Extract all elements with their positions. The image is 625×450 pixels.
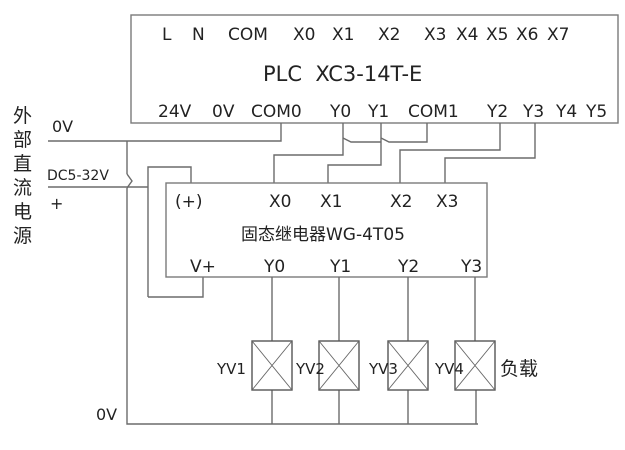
plc-terminal-0V: 0V [212, 102, 235, 122]
relay-output-Y1: Y1 [329, 257, 351, 277]
power-char-4: 流 [13, 177, 32, 199]
wire-plus-to-relay-plus [147, 166, 192, 297]
plc-terminal-Y5: Y5 [585, 102, 607, 122]
plc-terminal-COM0: COM0 [251, 102, 302, 122]
plc-terminal-Y1: Y1 [367, 102, 389, 122]
plc-terminal-X6: X6 [516, 25, 538, 45]
plc-terminal-24V: 24V [158, 102, 192, 122]
plc-terminal-Y2: Y2 [486, 102, 508, 122]
load-group-label: 负载 [500, 358, 538, 380]
load-yv1 [251, 340, 293, 391]
wire-crossover-hop [126, 173, 133, 189]
relay-model-label: 固态继电器WG-4T05 [241, 225, 405, 245]
power-char-5: 电 [13, 201, 32, 223]
load-label-yv2: YV2 [295, 360, 325, 378]
plc-terminal-X2: X2 [378, 25, 400, 45]
plc-terminal-X3: X3 [424, 25, 446, 45]
plc-box [130, 14, 619, 124]
load-yv4 [454, 340, 496, 391]
relay-plus-label: (+) [175, 192, 203, 212]
power-char-6-visible: 源 [13, 225, 32, 247]
relay-input-X2: X2 [390, 192, 412, 212]
plc-terminal-X5: X5 [486, 25, 508, 45]
load-label-yv1: YV1 [216, 360, 246, 378]
relay-vplus-label: V+ [190, 257, 216, 277]
power-char-2: 部 [13, 129, 32, 151]
wire-com-link-a [342, 137, 381, 143]
plc-terminal-L: L [162, 25, 172, 45]
load-yv3 [387, 340, 429, 391]
plc-terminal-COM1: COM1 [408, 102, 459, 122]
relay-output-Y3: Y3 [460, 257, 482, 277]
plc-terminal-X0: X0 [293, 25, 315, 45]
plc-bottom-terminals: 24V 0V COM0 Y0 Y1 COM1 Y2 Y3 Y4 Y5 [158, 102, 607, 122]
load-label-yv4: YV4 [434, 360, 464, 378]
plc-terminal-X1: X1 [332, 25, 354, 45]
load-yv2 [318, 340, 360, 391]
plc-terminal-N: N [192, 25, 205, 45]
wire-plus-to-vplus [148, 277, 204, 298]
wire-0v-to-com0 [48, 123, 282, 142]
wire-y3-to-x3 [444, 123, 536, 183]
power-0v-label: 0V [52, 117, 73, 136]
plc-top-terminals: L N COM X0 X1 X2 X3 X4 X5 X6 X7 [162, 25, 569, 45]
plc-terminal-COM: COM [228, 25, 268, 45]
relay-box [165, 182, 488, 278]
relay-output-Y0: Y0 [263, 257, 285, 277]
power-plus-label: + [50, 194, 63, 213]
wire-y0-to-x0 [273, 138, 344, 183]
plc-model-label: PLC XC3-14T-E [263, 62, 422, 86]
relay-input-X3: X3 [436, 192, 458, 212]
wire-y2-to-x2 [399, 123, 501, 183]
power-range-label: DC5-32V [47, 168, 109, 184]
power-char-3: 直 [13, 153, 32, 175]
plc-terminal-Y3: Y3 [522, 102, 544, 122]
wire-y1-to-x1 [327, 138, 382, 183]
load-label-yv3: YV3 [368, 360, 398, 378]
plc-terminal-Y0: Y0 [329, 102, 351, 122]
relay-input-X0: X0 [269, 192, 291, 212]
wire-0v-bottom-bus [126, 188, 478, 425]
relay-input-X1: X1 [320, 192, 342, 212]
power-char-1: 外 [13, 105, 32, 127]
plc-terminal-Y4: Y4 [555, 102, 577, 122]
plc-terminal-X4: X4 [456, 25, 478, 45]
external-dc-power-label: 外 部 直 流 电 源 [13, 105, 32, 223]
plc-terminal-X7: X7 [547, 25, 569, 45]
bottom-0v-label: 0V [96, 405, 117, 424]
wire-com1 [380, 123, 428, 143]
relay-output-Y2: Y2 [397, 257, 419, 277]
